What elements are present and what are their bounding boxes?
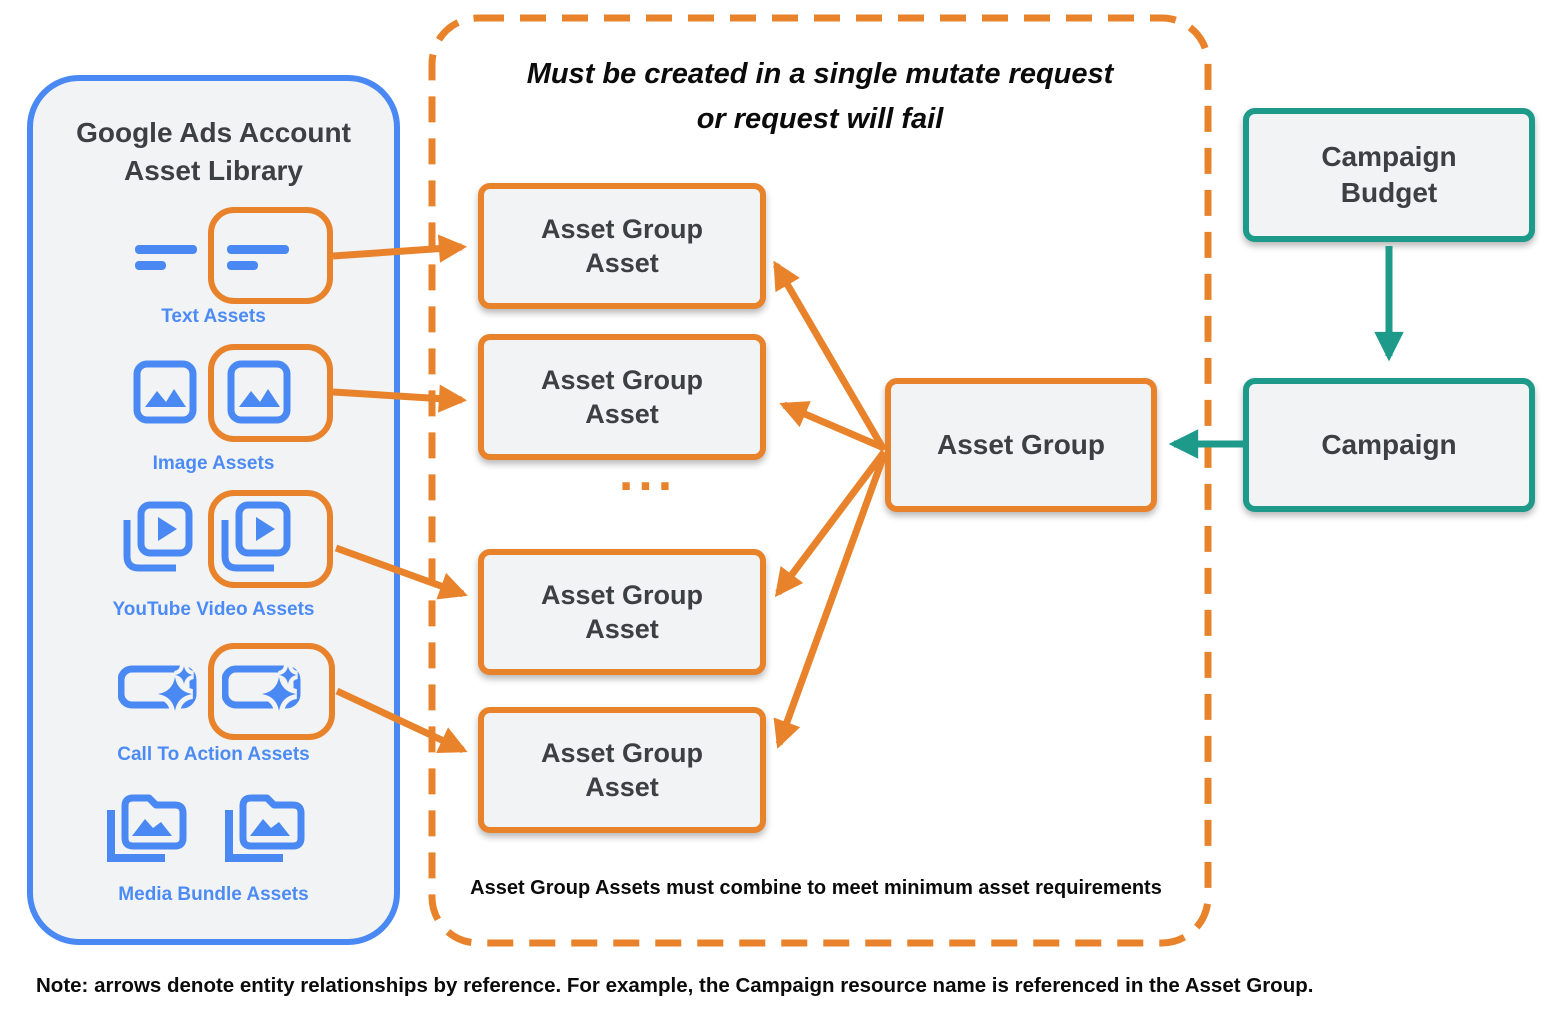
arrow-asset-group-to-box4 (773, 453, 888, 749)
campaign-budget-box: Campaign Budget (1243, 108, 1535, 242)
diagram-note: Note: arrows denote entity relationships… (36, 974, 1314, 997)
text-asset-icon (227, 245, 289, 270)
asset-group-asset-box: Asset Group Asset (478, 334, 766, 460)
image-asset-icon (133, 360, 197, 424)
media-bundle-assets-label: Media Bundle Assets (118, 884, 309, 905)
arrow-asset-group-to-box1 (772, 260, 888, 452)
youtube-video-asset-icon (123, 501, 193, 572)
campaign-budget-label: Campaign Budget (1321, 141, 1457, 208)
arrow-asset-group-to-box2 (779, 401, 886, 452)
media-bundle-asset-icon (107, 794, 187, 862)
arrow-asset-group-to-box3 (774, 449, 887, 598)
asset-group-box: Asset Group (885, 378, 1157, 512)
asset-group-asset-box: Asset Group Asset (478, 549, 766, 675)
image-assets-label: Image Assets (152, 453, 275, 474)
asset-library-title-line2: Asset Library (124, 155, 303, 186)
selected-cta-asset-outline (208, 643, 335, 740)
mutate-request-title-line1: Must be created in a single mutate reque… (526, 58, 1114, 90)
text-assets-label: Text Assets (161, 306, 266, 327)
call-to-action-assets-label: Call To Action Assets (117, 744, 310, 765)
asset-group-asset-box: Asset Group Asset (478, 183, 766, 309)
asset-library-title-line1: Google Ads Account (76, 117, 351, 148)
asset-group-asset-label: Asset Group Asset (540, 738, 704, 802)
asset-group-asset-label: Asset Group Asset (540, 365, 704, 429)
asset-group-asset-label: Asset Group Asset (540, 214, 704, 278)
selected-youtube-asset-outline (208, 490, 333, 588)
text-asset-icon (135, 245, 197, 270)
asset-group-label: Asset Group (936, 429, 1106, 460)
campaign-box: Campaign (1243, 378, 1535, 512)
selected-text-asset-outline (208, 207, 333, 304)
call-to-action-asset-icon (118, 665, 197, 712)
asset-group-asset-label: Asset Group Asset (540, 580, 704, 644)
mutate-request-title-line2: or request will fail (696, 103, 944, 135)
call-to-action-asset-icon (222, 665, 301, 712)
campaign-label: Campaign (1321, 429, 1457, 460)
selected-image-asset-outline (208, 344, 333, 442)
youtube-video-assets-label: YouTube Video Assets (112, 599, 315, 620)
media-bundle-asset-icon (225, 794, 305, 862)
image-asset-icon (227, 360, 291, 424)
minimum-requirements-footnote: Asset Group Assets must combine to meet … (470, 877, 1162, 899)
asset-group-asset-box: Asset Group Asset (478, 707, 766, 833)
